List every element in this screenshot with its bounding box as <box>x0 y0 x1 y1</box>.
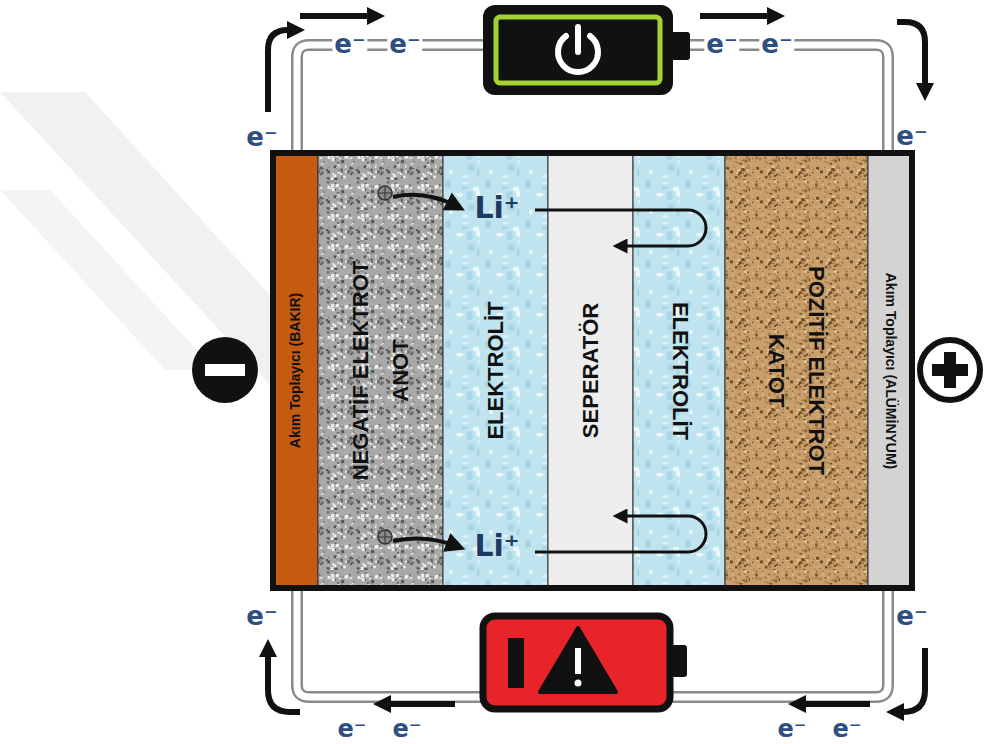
battery-charge-frame <box>496 17 660 83</box>
layer-label: POZİTİF ELEKTROT <box>804 266 829 475</box>
cell-layers <box>273 153 912 588</box>
battery-tip <box>670 645 687 677</box>
electron-arrow <box>700 13 776 19</box>
electron-label: e⁻ <box>894 123 929 149</box>
lithium-atom <box>378 186 392 200</box>
aluminium-current-collector-fill <box>868 153 912 588</box>
low-battery-icon <box>483 616 687 709</box>
electron-label: e⁻ <box>704 31 739 57</box>
warning-mark <box>575 680 582 687</box>
layer-label: ELEKTROLİT <box>483 301 508 439</box>
positive-terminal <box>920 340 980 400</box>
electron-label: e⁻ <box>831 717 864 741</box>
ion-return-arrow <box>535 516 706 552</box>
rotated-label-group: POZİTİF ELEKTROT KATOT <box>725 153 868 588</box>
layer-label: Akım Toplayıcı (BAKIR) <box>287 293 303 448</box>
electron-arrow <box>300 13 376 19</box>
aluminium-current-collector: Akım Toplayıcı (ALÜMİNYUM) <box>868 153 912 588</box>
lithium-atom <box>378 530 392 544</box>
warning-mark <box>575 648 581 674</box>
electron-arrow <box>897 22 925 92</box>
rotated-label-group: ELEKTROLİT <box>633 153 725 588</box>
electron-label: e⁻ <box>776 717 809 741</box>
electron-label: e⁻ <box>244 124 279 150</box>
electrolyte-layer: ELEKTROLİT <box>633 153 725 588</box>
rotated-label-group: NEGATİF ELEKTROT ANOT <box>318 153 443 588</box>
electron-label: e⁻ <box>336 717 369 741</box>
copper-current-collector-fill <box>273 153 318 588</box>
battery-level-bar <box>508 638 524 688</box>
electron-arrow <box>895 648 925 712</box>
copper-current-collector: Akım Toplayıcı (BAKIR) <box>273 153 318 588</box>
layer-label: ELEKTROLİT <box>666 301 691 439</box>
electron-label: e⁻ <box>244 603 279 629</box>
layer-label: KATOT <box>764 334 789 408</box>
positive-electrode: POZİTİF ELEKTROT KATOT <box>725 153 868 588</box>
positive-electrode-fill <box>725 153 868 588</box>
power-icon <box>575 27 581 52</box>
electron-label: e⁻ <box>894 603 929 629</box>
rotated-label-group: Akım Toplayıcı (ALÜMİNYUM) <box>868 153 912 588</box>
minus-sign <box>205 364 245 376</box>
rotated-label-group: SEPERATÖR <box>548 153 633 588</box>
electron-arrow <box>268 648 300 712</box>
negative-electrode: NEGATİF ELEKTROT ANOT <box>318 153 443 588</box>
ion-arrow <box>393 195 456 206</box>
cell-housing <box>273 153 912 588</box>
electron-arrow <box>382 701 455 707</box>
ion-label: Li⁺ <box>472 193 521 223</box>
layer-label: ANOT <box>388 339 413 401</box>
warning-triangle <box>540 628 616 692</box>
layer-label: NEGATİF ELEKTROT <box>348 261 373 481</box>
electron-label: e⁻ <box>759 31 794 57</box>
layer-label: Akım Toplayıcı (ALÜMİNYUM) <box>882 272 898 469</box>
plus-sign <box>944 352 956 388</box>
lithium-ion-arrows <box>378 186 706 552</box>
rotated-label-group: Akım Toplayıcı (BAKIR) <box>273 153 318 588</box>
electron-label: e⁻ <box>391 717 424 741</box>
negative-electrode-fill <box>318 153 443 588</box>
separator-layer: SEPERATÖR <box>548 153 633 588</box>
charged-battery-icon <box>483 5 690 95</box>
electron-arrow <box>797 701 870 707</box>
lithium-atom <box>378 530 392 544</box>
electrolyte-layer-fill <box>443 153 548 588</box>
ion-label: Li⁺ <box>472 531 521 561</box>
battery-body <box>483 616 670 709</box>
electrolyte-layer-fill <box>633 153 725 588</box>
wires <box>297 45 888 697</box>
ion-return-arrow <box>535 210 706 246</box>
electron-arrows <box>268 16 925 712</box>
electron-label: e⁻ <box>332 31 367 57</box>
watermark-chevron <box>0 190 215 370</box>
lithium-atom <box>378 186 392 200</box>
battery-body <box>483 5 673 95</box>
ion-arrow <box>393 538 456 546</box>
layer-label: SEPERATÖR <box>578 303 603 438</box>
separator-layer-fill <box>548 153 633 588</box>
negative-terminal <box>192 337 258 403</box>
battery-tip <box>671 32 690 60</box>
electron-label: e⁻ <box>387 31 422 57</box>
electron-arrow <box>268 30 296 112</box>
